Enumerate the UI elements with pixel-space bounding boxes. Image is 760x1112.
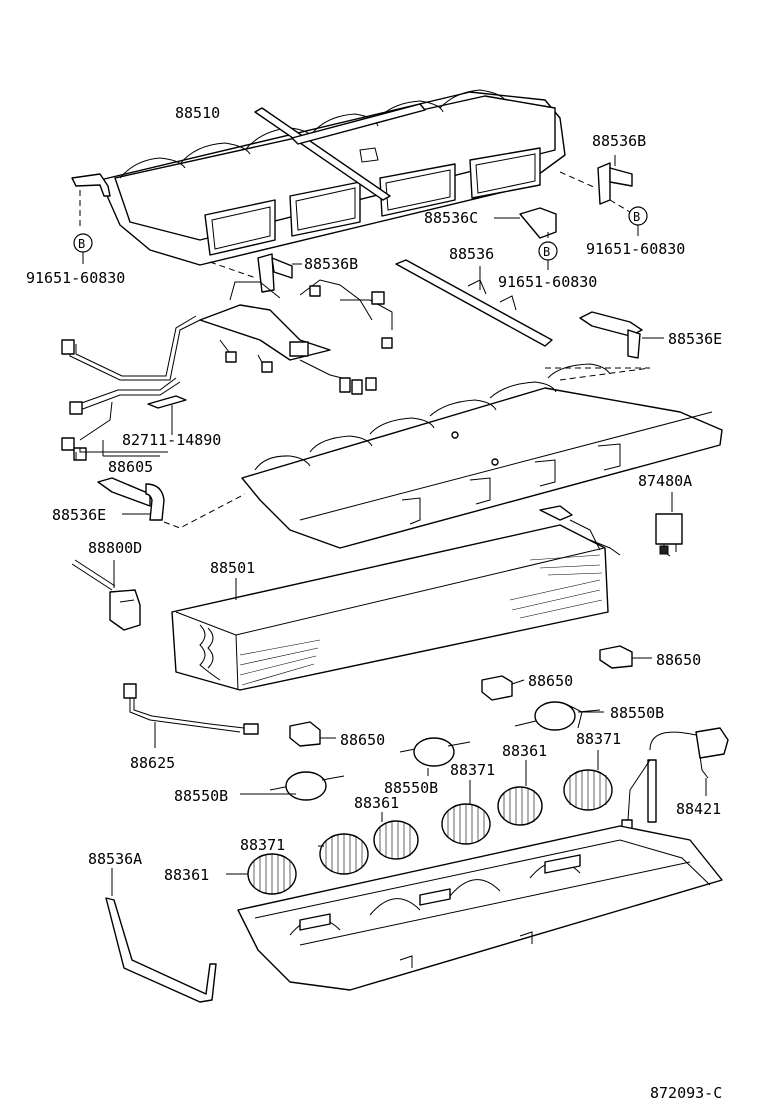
bracket-88536B-top: B: [559, 155, 648, 236]
bracket-88536A: [105, 868, 217, 1003]
bottom-case: [237, 825, 723, 991]
fan-88361-center: [373, 812, 419, 860]
label-88550B-left: 88550B: [174, 787, 228, 805]
label-88536B-mid: 88536B: [304, 255, 358, 273]
footer-code: 872093-C: [650, 1084, 722, 1102]
wire-harness-88605: [61, 279, 393, 461]
fan-88371-left: [318, 833, 369, 875]
evaporator-88501: [171, 505, 621, 691]
label-88550B-center: 88550B: [384, 779, 438, 797]
label-88421: 88421: [676, 800, 721, 818]
label-88536B-top: 88536B: [592, 132, 646, 150]
left-bracket: B: [71, 173, 111, 264]
label-88650-left: 88650: [340, 731, 385, 749]
resistor-88650-left: [289, 721, 336, 747]
motor-88550B-left: [240, 771, 345, 801]
label-88650-right: 88650: [656, 651, 701, 669]
fan-88371-center: [441, 780, 491, 845]
label-88361-center: 88361: [354, 794, 399, 812]
motor-88550B-center: [399, 737, 471, 776]
label-88501: 88501: [210, 559, 255, 577]
wire-88625: [123, 683, 259, 748]
fan-88361-left: [226, 853, 297, 895]
label-88371-center: 88371: [450, 761, 495, 779]
bolt-b-left-letter: B: [78, 237, 85, 251]
label-88605: 88605: [108, 458, 153, 476]
label-91651-center: 91651-60830: [498, 273, 597, 291]
valve-88421: [621, 727, 729, 831]
fan-88361-right: [497, 760, 543, 826]
label-88361-left: 88361: [164, 866, 209, 884]
label-88550B-right: 88550B: [610, 704, 664, 722]
label-88371-left: 88371: [240, 836, 285, 854]
bracket-88536C: B: [494, 207, 558, 270]
relay-87480A: [655, 492, 683, 557]
bolt-b-center-letter: B: [543, 245, 550, 259]
label-88371-right: 88371: [576, 730, 621, 748]
label-88625: 88625: [130, 754, 175, 772]
label-88536: 88536: [449, 245, 494, 263]
bracket-88536E-left: [97, 477, 246, 529]
bracket-88536: [395, 259, 553, 347]
fan-88371-right: [563, 750, 613, 811]
switch-88800D: [71, 559, 141, 631]
label-91651-right: 91651-60830: [586, 240, 685, 258]
label-91651-left: 91651-60830: [26, 269, 125, 287]
label-82711: 82711-14890: [122, 431, 221, 449]
label-88800D: 88800D: [88, 539, 142, 557]
bracket-88536B-mid: [209, 253, 302, 293]
motor-88550B-right: [514, 701, 604, 731]
bolt-b-right-letter: B: [633, 210, 640, 224]
label-87480A: 87480A: [638, 472, 692, 490]
label-88536E-left: 88536E: [52, 506, 106, 524]
label-88650-mid: 88650: [528, 672, 573, 690]
part-labels: 88510 88536B 88536C 91651-60830 91651-60…: [26, 104, 722, 1102]
label-88536C: 88536C: [424, 209, 478, 227]
resistor-88650-mid: [481, 675, 525, 701]
lower-duct-cover: [241, 363, 723, 549]
label-88510: 88510: [175, 104, 220, 122]
label-88536A: 88536A: [88, 850, 142, 868]
label-88536E-right: 88536E: [668, 330, 722, 348]
resistor-88650-right: [599, 645, 652, 669]
label-88361-right: 88361: [502, 742, 547, 760]
bracket-88536E-right: [579, 311, 664, 359]
upper-duct-88510: [99, 89, 566, 266]
